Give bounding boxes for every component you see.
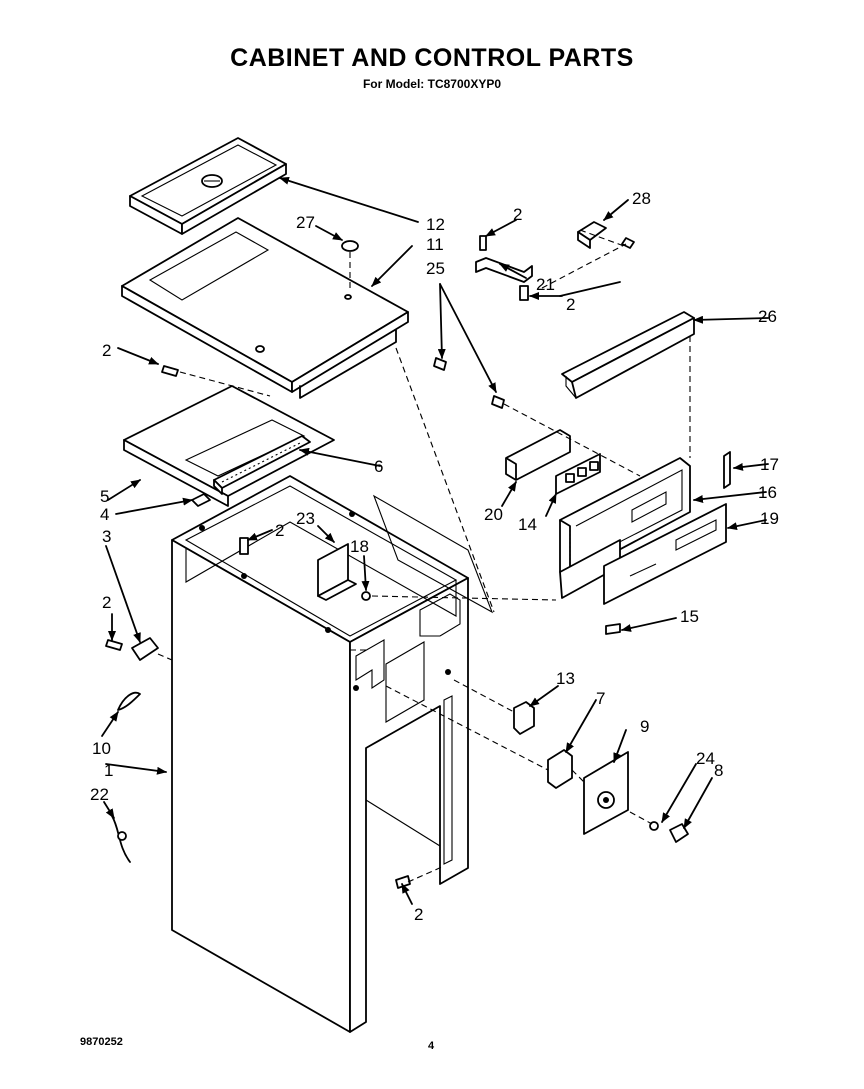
- callout-2-e: 2: [102, 593, 111, 612]
- callout-13: 13: [556, 669, 575, 688]
- part-17-strip: [723, 451, 731, 489]
- part-5-bracket-plate: [123, 385, 335, 507]
- part-3-bracket: [131, 637, 159, 661]
- callout-26: 26: [758, 307, 777, 326]
- model-subtitle: For Model: TC8700XYP0: [362, 77, 502, 91]
- callout-9: 9: [640, 717, 649, 736]
- callout-2-c: 2: [566, 295, 575, 314]
- part-13-latch: [513, 701, 535, 735]
- leader-lines: [101, 176, 769, 905]
- part-28-bracket: [577, 221, 607, 249]
- callout-11: 11: [426, 235, 444, 254]
- callout-2-d: 2: [275, 521, 284, 540]
- callout-18: 18: [350, 537, 369, 556]
- part-14-switch: [555, 453, 601, 495]
- part-11-top-panel: [121, 217, 409, 399]
- callout-4: 4: [100, 505, 109, 524]
- callout-25: 25: [426, 259, 445, 278]
- part-7-switch: [547, 749, 573, 789]
- callout-20: 20: [484, 505, 503, 524]
- part-22-wire: [111, 815, 131, 863]
- callout-16: 16: [758, 483, 777, 502]
- callout-23: 23: [296, 509, 315, 528]
- callout-8: 8: [714, 761, 723, 780]
- callout-2-a: 2: [102, 341, 111, 360]
- callout-1: 1: [104, 761, 113, 780]
- callout-14: 14: [518, 515, 537, 534]
- callout-15: 15: [680, 607, 699, 626]
- part-18-screw: [361, 591, 371, 601]
- callout-2-f: 2: [414, 905, 423, 924]
- part-21-strap: [475, 257, 533, 283]
- callout-10: 10: [92, 739, 111, 758]
- callout-17: 17: [760, 455, 779, 474]
- part-23-inner-bracket: [317, 543, 357, 601]
- callout-24: 24: [696, 749, 715, 768]
- document-number: 9870252: [80, 1036, 123, 1048]
- callout-12: 12: [426, 215, 445, 234]
- part-12-lid-insert: [129, 137, 287, 235]
- callout-21: 21: [536, 275, 555, 294]
- callout-28: 28: [632, 189, 651, 208]
- callout-22: 22: [90, 785, 109, 804]
- part-19-overlay: [603, 503, 727, 605]
- callout-labels: 1 2 2 2 2 2 2 3 4 5 6 7 8 9 10 11 12 13 …: [90, 189, 779, 924]
- callout-7: 7: [596, 689, 605, 708]
- part-10-cord: [117, 691, 141, 711]
- page-number: 4: [428, 1040, 435, 1052]
- dashed-alignment-lines: [157, 229, 691, 883]
- callout-2-b: 2: [513, 205, 522, 224]
- part-27-plug: [341, 240, 359, 290]
- part-9-timer-plate: [583, 751, 629, 835]
- part-6-strip: [213, 435, 311, 495]
- page-title: CABINET AND CONTROL PARTS: [230, 44, 634, 72]
- callout-27: 27: [296, 213, 315, 232]
- callout-3: 3: [102, 527, 111, 546]
- callout-19: 19: [760, 509, 779, 528]
- part-20-bracket: [505, 429, 571, 481]
- callout-5: 5: [100, 487, 109, 506]
- part-4-clip: [191, 493, 211, 507]
- callout-6: 6: [374, 457, 383, 476]
- part-26-top-trim: [561, 311, 695, 399]
